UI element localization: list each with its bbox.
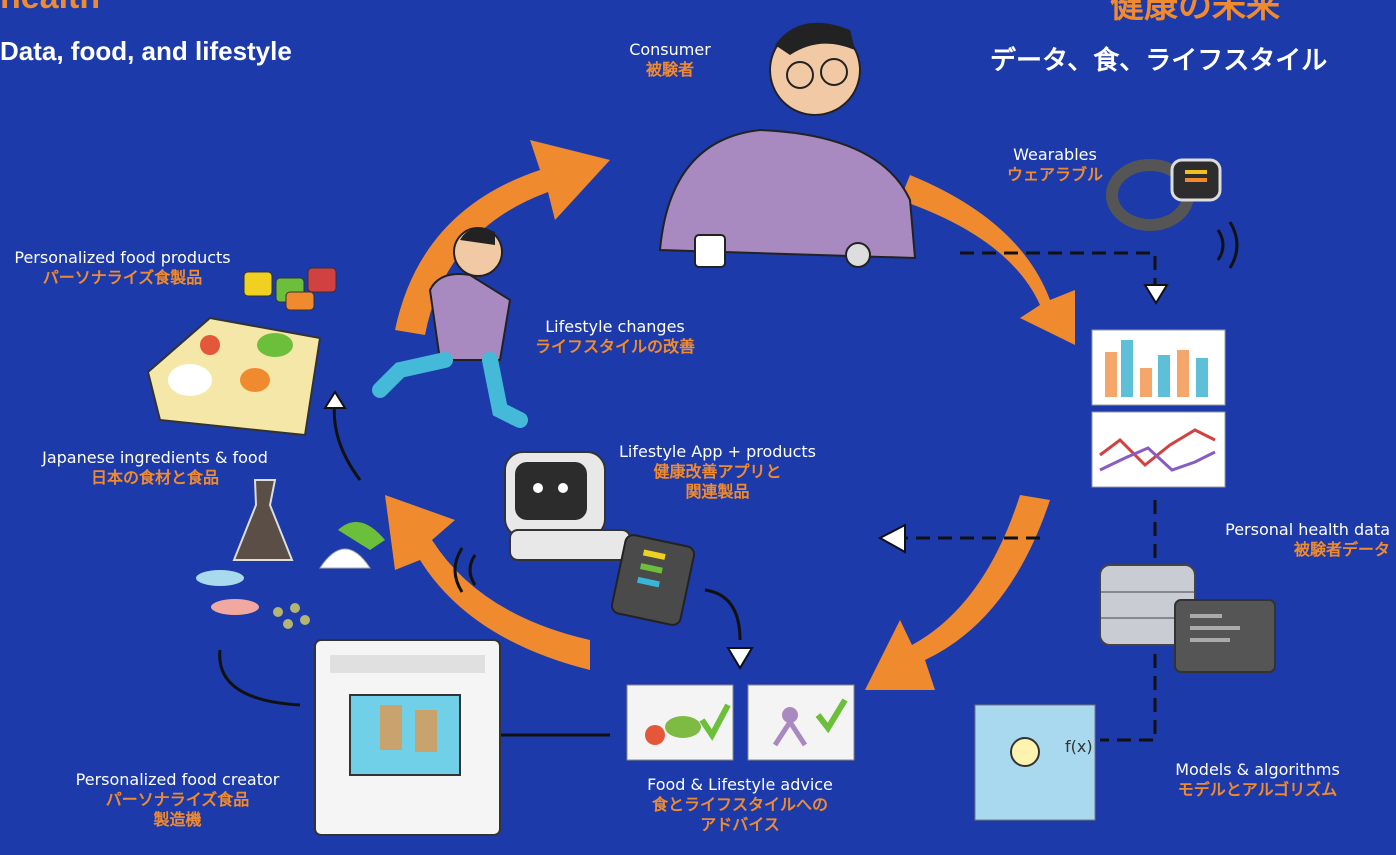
label-consumer-en: Consumer: [629, 40, 711, 59]
label-creator: Personalized food creator パーソナライズ食品 製造機: [70, 770, 285, 830]
bento-box-icon: [146, 316, 322, 437]
label-lifestyle-changes-en: Lifestyle changes: [545, 317, 685, 336]
label-food-products-en: Personalized food products: [14, 248, 231, 267]
label-personal-data: Personal health data 被験者データ: [1200, 520, 1390, 560]
food-cups-icon: [243, 267, 337, 311]
cycle-arrows: [385, 140, 1075, 690]
cycle-arrow-top-right: [900, 175, 1075, 345]
connector-app-advice: [704, 588, 742, 641]
smartwatch-icon: [1106, 158, 1239, 269]
connector-ingredients-up: [332, 399, 362, 481]
label-consumer-jp: 被験者: [645, 60, 694, 79]
label-wearables-jp: ウェアラブル: [1006, 165, 1103, 184]
cycle-arrow-bottom-left: [385, 495, 590, 670]
label-personal-data-jp: 被験者データ: [1293, 540, 1390, 559]
label-models-jp: モデルとアルゴリズム: [1177, 780, 1338, 799]
label-models: Models & algorithms モデルとアルゴリズム: [1150, 760, 1365, 800]
label-advice: Food & Lifestyle advice 食とライフスタイルへの アドバイ…: [630, 775, 850, 835]
label-creator-en: Personalized food creator: [75, 770, 280, 789]
algorithm-card-icon: f(x): [974, 704, 1096, 821]
page-title-en: health: [0, 0, 100, 17]
cycle-arrow-bottom-right: [865, 495, 1050, 690]
lifestyle-advice-card: [747, 684, 855, 761]
label-consumer: Consumer 被験者: [625, 40, 715, 80]
label-app-en: Lifestyle App + products: [619, 442, 816, 461]
robot-icon: [453, 451, 631, 593]
connector-creator-left: [218, 649, 301, 707]
arrowhead-down-data: [1143, 284, 1169, 305]
label-advice-jp-line1: 食とライフスタイルへの: [651, 795, 828, 814]
label-food-products: Personalized food products パーソナライズ食製品: [5, 248, 240, 288]
label-lifestyle-changes-jp: ライフスタイルの改善: [534, 337, 695, 356]
page-subtitle-en: Data, food, and lifestyle: [0, 36, 292, 66]
food-advice-card: [626, 684, 734, 761]
runner-illustration: [372, 227, 528, 428]
label-app-jp-line2: 関連製品: [685, 482, 750, 501]
label-app: Lifestyle App + products 健康改善アプリと 関連製品: [610, 442, 825, 502]
label-app-jp-line1: 健康改善アプリと: [653, 462, 782, 481]
connector-wearables-to-data: [960, 251, 1157, 290]
label-creator-jp-line2: 製造機: [153, 810, 202, 829]
label-ingredients: Japanese ingredients & food 日本の食材と食品: [30, 448, 280, 488]
server-icon: [1099, 564, 1196, 646]
smartphone-icon: [610, 534, 696, 626]
label-food-products-jp: パーソナライズ食製品: [42, 268, 203, 287]
label-lifestyle-changes: Lifestyle changes ライフスタイルの改善: [515, 317, 715, 357]
connector-arrowheads: [323, 284, 1169, 670]
label-wearables: Wearables ウェアラブル: [995, 145, 1115, 185]
arrowhead-left-app: [877, 523, 906, 554]
ingredients-illustration: [196, 479, 385, 629]
food-creator-machine-icon: [314, 639, 501, 836]
line-chart-icon: [1091, 411, 1226, 488]
consumer-illustration: [658, 22, 917, 268]
label-advice-jp-line2: アドバイス: [700, 815, 780, 834]
bar-chart-icon: [1091, 329, 1226, 406]
label-wearables-en: Wearables: [1013, 145, 1097, 164]
terminal-screen-icon: [1174, 599, 1276, 673]
page-title-jp: 健康の未来: [1110, 0, 1280, 25]
label-ingredients-en: Japanese ingredients & food: [42, 448, 268, 467]
cycle-arrow-top-left: [395, 140, 610, 335]
label-creator-jp-line1: パーソナライズ食品: [105, 790, 250, 809]
label-advice-en: Food & Lifestyle advice: [647, 775, 833, 794]
label-models-en: Models & algorithms: [1175, 760, 1340, 779]
label-ingredients-jp: 日本の食材と食品: [90, 468, 219, 487]
arrowhead-down-advice: [726, 647, 754, 670]
arrowhead-up-food: [323, 390, 347, 409]
label-personal-data-en: Personal health data: [1225, 520, 1390, 539]
svg-text:f(x): f(x): [1065, 737, 1093, 756]
page-subtitle-jp: データ、食、ライフスタイル: [990, 45, 1328, 75]
